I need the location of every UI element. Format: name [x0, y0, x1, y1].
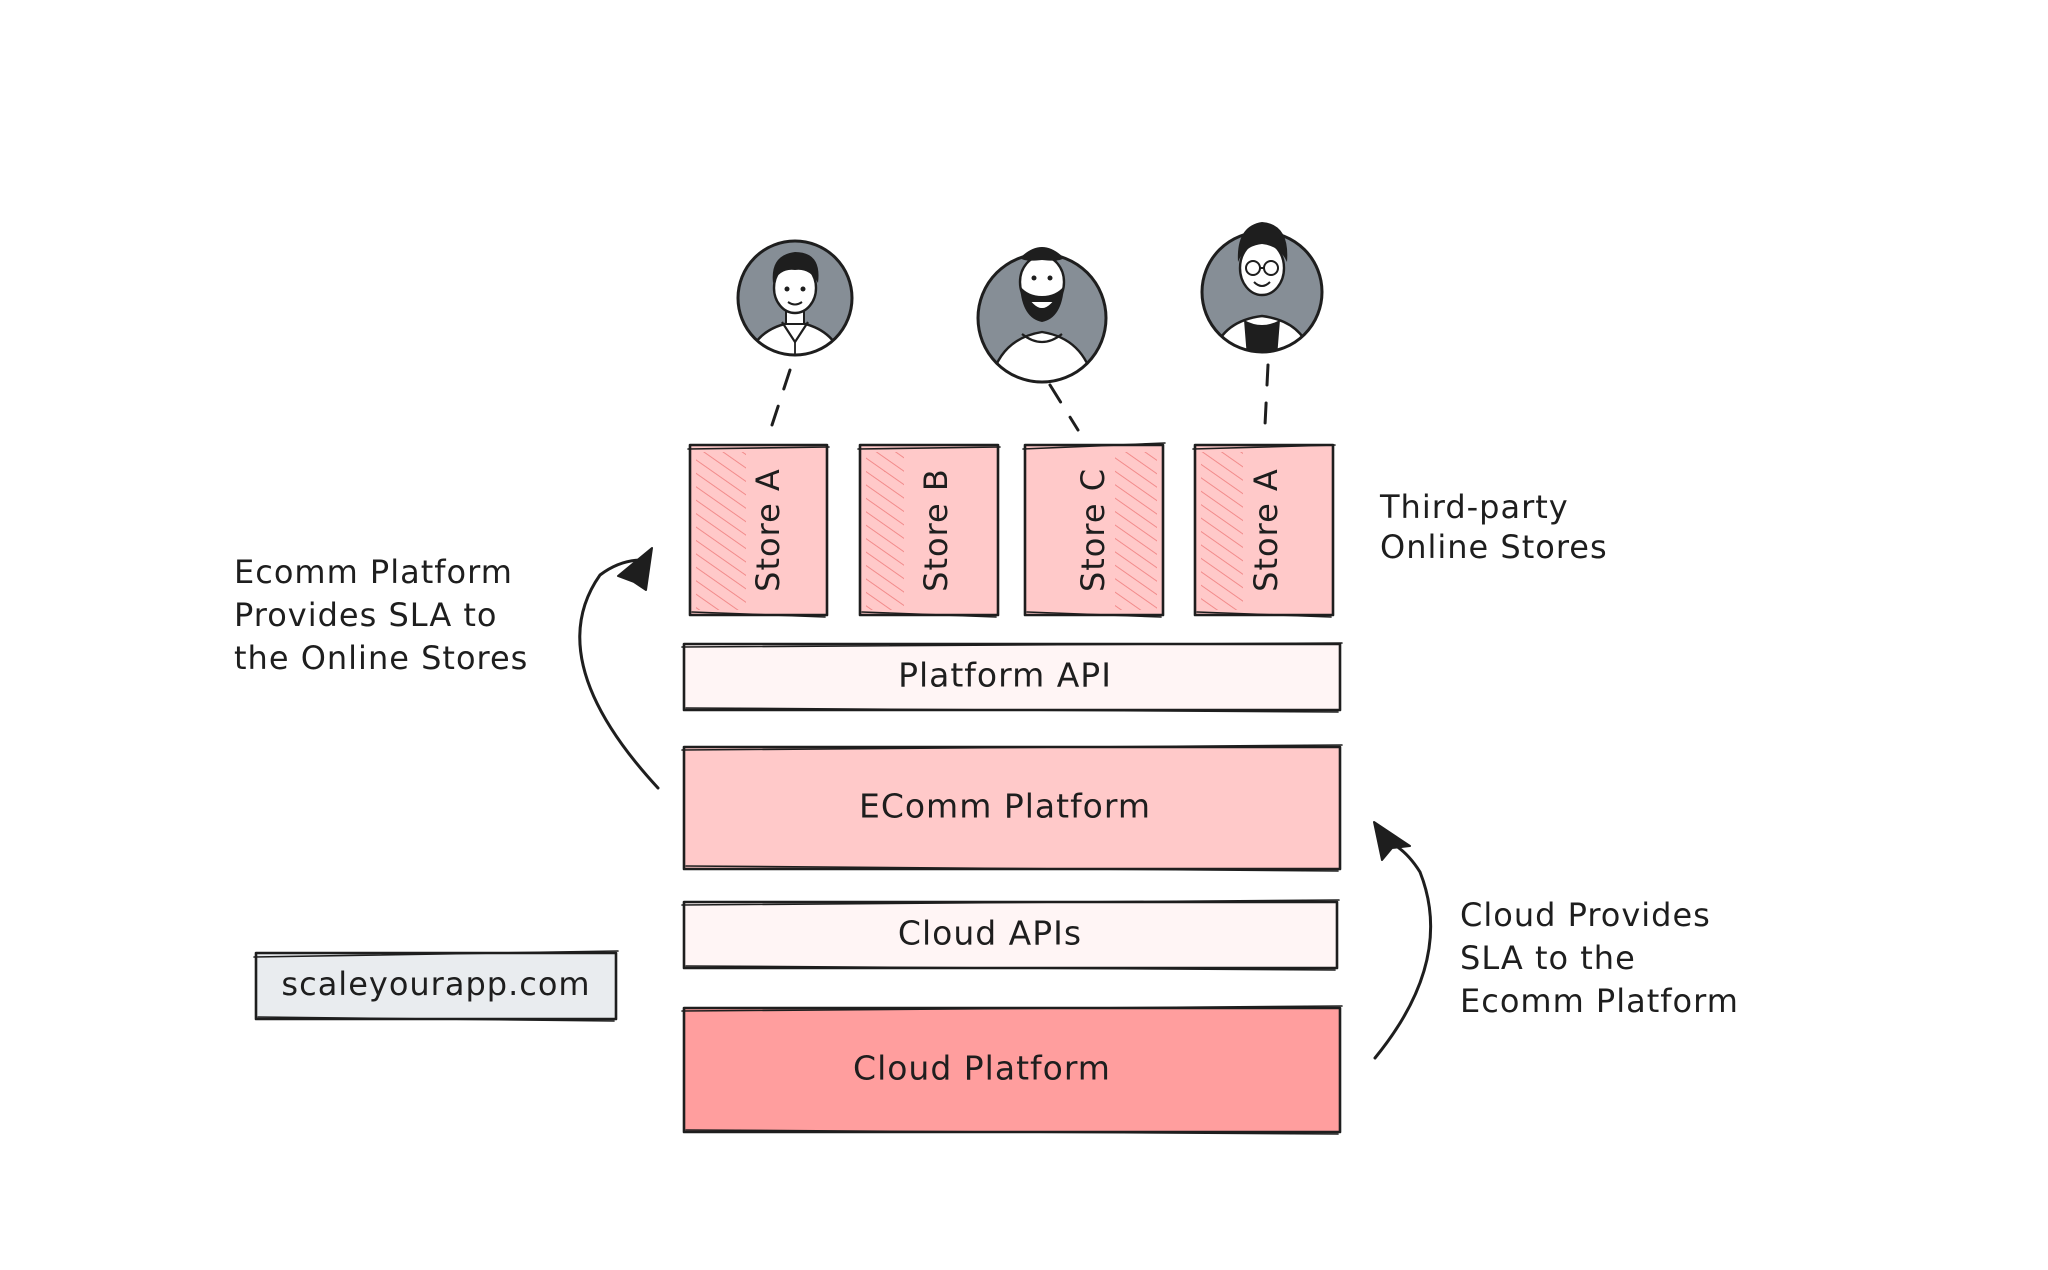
note-line: Online Stores: [1380, 528, 1608, 566]
woman-glasses-avatar-icon: [1200, 222, 1324, 354]
connector-avatar-store-c: [1048, 383, 1080, 432]
store-label: Store A: [1247, 468, 1285, 592]
website-badge: scaleyourapp.com: [253, 950, 619, 1022]
note-line: the Online Stores: [234, 639, 528, 677]
cloud-platform-layer: Cloud Platform: [681, 1005, 1343, 1135]
note-line: Ecomm Platform: [234, 553, 513, 591]
store-label: Store B: [917, 468, 955, 592]
cloud-apis-label: Cloud APIs: [898, 914, 1082, 953]
avatar-store-c-owner: [976, 247, 1108, 384]
store-label: Store A: [749, 468, 787, 592]
connector-avatar-store-a: [770, 368, 792, 427]
ecomm-platform-layer: EComm Platform: [681, 744, 1343, 872]
cloud-sla-note: Cloud Provides SLA to the Ecomm Platform: [1460, 896, 1739, 1020]
note-line: Provides SLA to: [234, 596, 498, 634]
third-party-stores-note: Third-party Online Stores: [1379, 488, 1608, 566]
note-line: Cloud Provides: [1460, 896, 1711, 934]
connector-avatar-store-a2: [1263, 363, 1270, 427]
avatar-store-a2-owner: [1200, 222, 1324, 354]
cloud-sla-arrow: [1373, 821, 1433, 1060]
store-card: Store A: [1192, 443, 1336, 618]
store-label: Store C: [1074, 468, 1112, 592]
ecomm-platform-label: EComm Platform: [859, 787, 1151, 826]
platform-api-label: Platform API: [898, 656, 1112, 695]
man-collared-shirt-avatar-icon: [736, 239, 854, 357]
store-card: Store C: [1022, 442, 1166, 618]
website-badge-text: scaleyourapp.com: [281, 965, 590, 1003]
ecomm-sla-note: Ecomm Platform Provides SLA to the Onlin…: [234, 553, 528, 677]
cloud-apis-layer: Cloud APIs: [681, 899, 1340, 971]
avatar-store-a-owner: [736, 239, 854, 357]
ecomm-sla-arrow: [578, 547, 660, 790]
store-card: Store A: [687, 443, 830, 618]
cloud-platform-label: Cloud Platform: [853, 1049, 1111, 1088]
store-card: Store B: [857, 443, 1001, 618]
note-line: Third-party: [1379, 488, 1569, 526]
platform-api-layer: Platform API: [681, 642, 1343, 713]
note-line: Ecomm Platform: [1460, 982, 1739, 1020]
bearded-man-avatar-icon: [976, 247, 1108, 384]
note-line: SLA to the: [1460, 939, 1636, 977]
